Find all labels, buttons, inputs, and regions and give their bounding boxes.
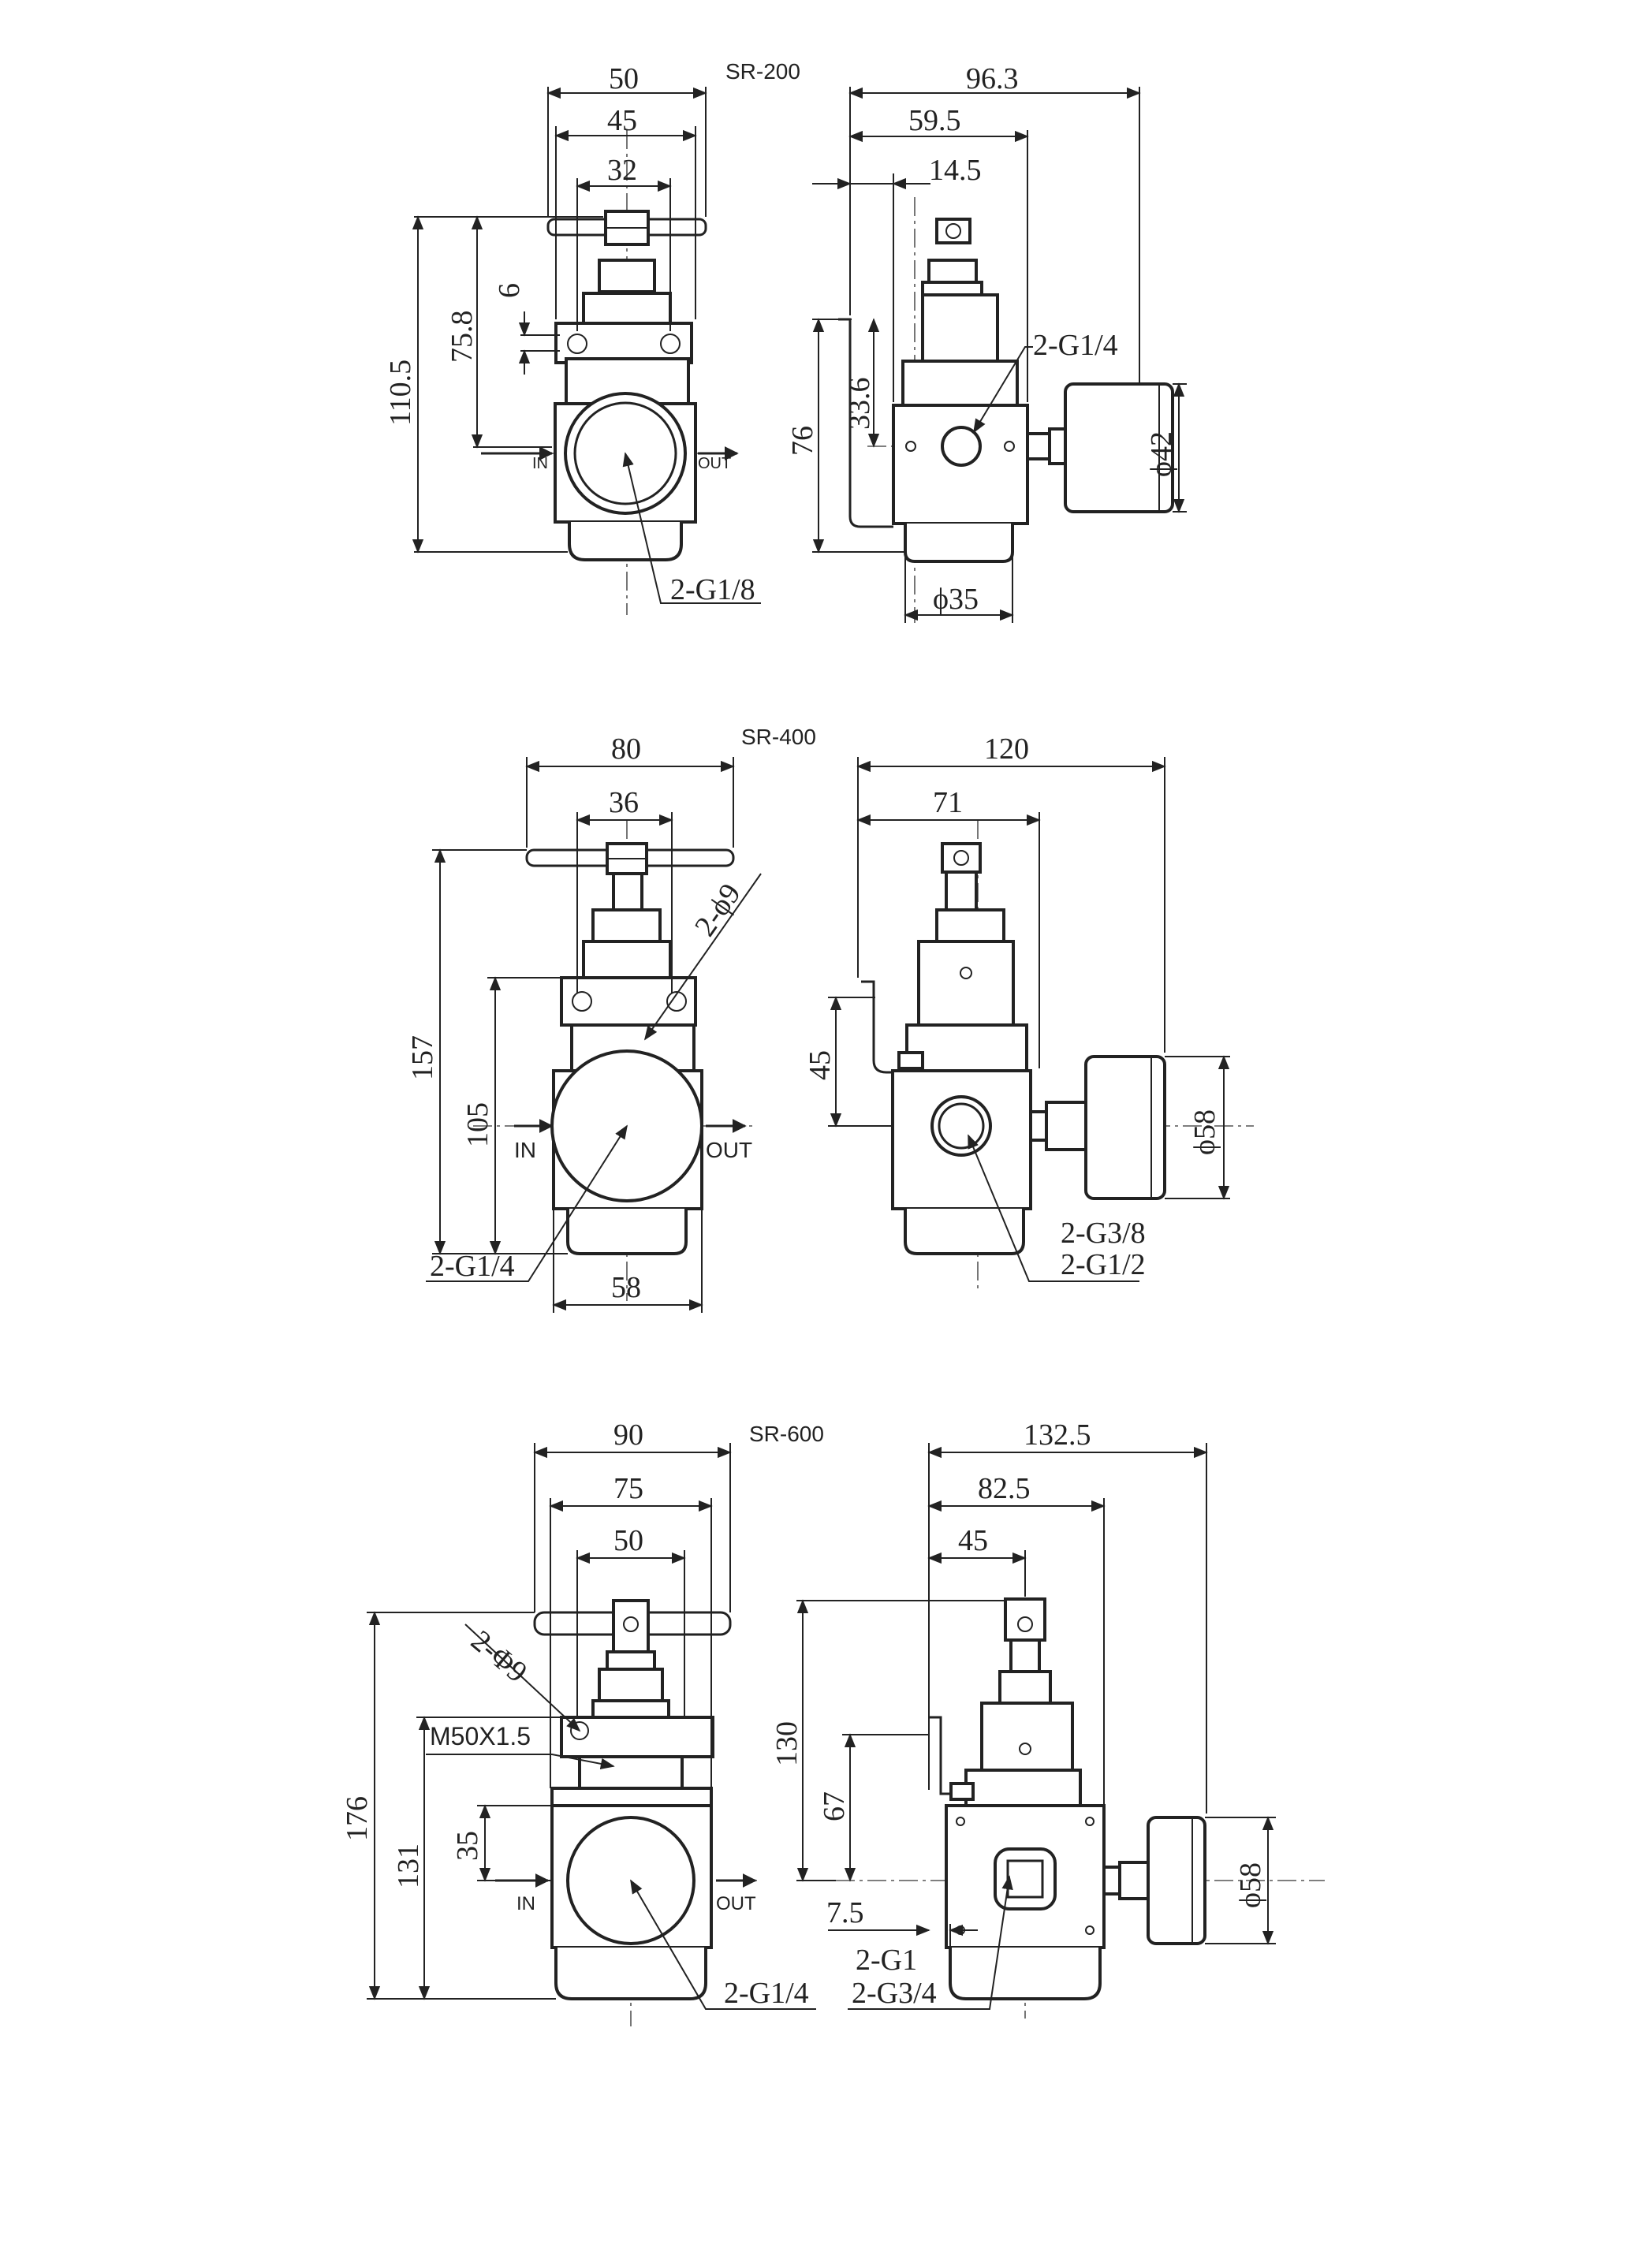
sr200-dim-14-5: 14.5: [929, 154, 982, 187]
sr600-dim-67: 67: [818, 1791, 851, 1821]
model-label-sr400: SR-400: [741, 725, 816, 749]
sr400-bracket: [560, 976, 697, 1027]
sr600-dim-phi58: ϕ58: [1234, 1862, 1267, 1908]
sr400-dim-80: 80: [611, 732, 641, 766]
sr400-holes-2-phi9: 2-ϕ9: [688, 878, 748, 942]
sr200-dim-50: 50: [609, 62, 639, 95]
sr200-in-port-label: IN: [532, 455, 548, 472]
model-label-sr200: SR-200: [725, 59, 800, 84]
sr600-dim-130: 130: [770, 1721, 804, 1766]
sr600-lock-nut: [598, 1668, 664, 1702]
sr200-side-bowl: [904, 524, 1014, 563]
sr600-side-view: 132.5 82.5 45 130 67 7.5 ϕ58 2-G1 2-G3/4: [770, 1418, 1325, 2019]
sr200-side-adjust-nut: [935, 218, 971, 244]
sr600-adjust-nut: [612, 1599, 650, 1653]
sr400-dim-71: 71: [933, 786, 963, 819]
sr200-dim-phi42: ϕ42: [1145, 431, 1178, 477]
sr600-dim-82-5: 82.5: [978, 1472, 1031, 1505]
sr400-callout-2-g3-8: 2-G3/8: [1061, 1217, 1146, 1250]
sr600-side-bonnet: [980, 1702, 1074, 1772]
sr400-bowl: [566, 1209, 688, 1255]
sr200-dim-76: 76: [786, 426, 819, 456]
sr600-dim-45: 45: [958, 1524, 988, 1557]
sr200-side-port: [941, 426, 982, 467]
model-label-sr600: SR-600: [749, 1422, 824, 1446]
sr600-front-view: IN OUT 90 75 50 176 131 35 2-Φ9: [341, 1418, 816, 2026]
sr400-side-bowl: [904, 1209, 1025, 1255]
sr400-in-port-label: IN: [514, 1138, 536, 1162]
sr600-side-port: [994, 1847, 1057, 1910]
sr400-dim-45: 45: [804, 1050, 837, 1080]
sr200-dim-110-5: 110.5: [384, 360, 417, 426]
sr400-side-bonnet: [917, 940, 1015, 1030]
sr400-side-adjust-nut: [941, 842, 982, 874]
sr600-callout-2-g1: 2-G1: [856, 1944, 917, 1977]
sr600-bowl: [554, 1948, 707, 2000]
sr600-dim-7-5: 7.5: [826, 1896, 864, 1929]
sr200-bowl: [568, 522, 683, 561]
sr600-dim-90: 90: [613, 1418, 643, 1452]
sr600-callout-2-g3-4: 2-G3/4: [852, 1977, 937, 2010]
sr200-side-bracket: [838, 318, 893, 528]
sr200-side-view: 96.3 59.5 14.5 76 33.6 ϕ42 ϕ35 2-G1/4: [786, 62, 1187, 623]
sr400-side-bracket: [861, 980, 893, 1074]
sr600-in-port-label: IN: [516, 1893, 535, 1914]
sr200-side-bonnet: [921, 293, 999, 363]
sr400-front-view: IN OUT 80 36 157 105 58 2-ϕ9 2-G1/4: [406, 732, 762, 1313]
sr400-dim-58: 58: [611, 1271, 641, 1304]
sr400-side-port: [930, 1095, 992, 1157]
sr600-dim-75: 75: [613, 1472, 643, 1505]
sr400-dim-120: 120: [984, 732, 1029, 766]
sr200-dim-45: 45: [607, 104, 637, 137]
sr600-dim-131: 131: [392, 1843, 425, 1888]
sr200-dim-96-3: 96.3: [966, 62, 1019, 95]
sr200-out-port-label: OUT: [698, 455, 731, 472]
sr400-callout-2-g1-2: 2-G1/2: [1061, 1248, 1146, 1281]
sr400-dim-phi58: ϕ58: [1188, 1109, 1221, 1155]
sr200-dim-32: 32: [607, 154, 637, 187]
sr200-pressure-gauge: [1064, 382, 1174, 513]
sr600-out-port-label: OUT: [716, 1893, 756, 1914]
sr400-dim-36: 36: [609, 786, 639, 819]
sr200-dim-33-6: 33.6: [843, 378, 876, 431]
sr400-lock-nut: [591, 908, 662, 943]
sr600-callout-2-g1-4: 2-G1/4: [724, 1977, 809, 2010]
sr200-dim-75-8: 75.8: [446, 311, 479, 363]
sr200-callout-2-g1-4: 2-G1/4: [1033, 329, 1118, 362]
sr600-dim-35: 35: [451, 1831, 484, 1861]
sr200-bracket: [554, 322, 693, 364]
sr400-side-view: 120 71 45 ϕ58 2-G3/8 2-G1/2: [804, 732, 1254, 1293]
sr400-pressure-gauge: [1084, 1055, 1166, 1200]
sr200-dim-59-5: 59.5: [908, 104, 961, 137]
sr600-side-adjust-nut: [1004, 1597, 1046, 1642]
sr600-thread-m50x1-5: M50X1.5: [430, 1722, 531, 1750]
sr400-dim-157: 157: [406, 1035, 439, 1080]
sr600-dim-176: 176: [341, 1796, 374, 1841]
sr600-side-bowl: [949, 1948, 1102, 2000]
sr200-front-view: IN OUT 50 45 32 110.5 75.8 6 2-G1: [384, 62, 761, 615]
sr200-lock-nut: [598, 259, 656, 293]
sr600-bracket: [560, 1716, 714, 1758]
sr200-dim-phi35: ϕ35: [933, 583, 979, 616]
sr400-callout-2-g1-4: 2-G1/4: [430, 1250, 515, 1283]
sr600-dim-50: 50: [613, 1524, 643, 1557]
sr400-out-port-label: OUT: [706, 1138, 752, 1162]
sr200-callout-2-g1-8: 2-G1/8: [670, 573, 755, 606]
sr200-dim-6: 6: [493, 283, 526, 298]
sr600-dim-132-5: 132.5: [1024, 1418, 1091, 1452]
sr400-dim-105: 105: [461, 1102, 494, 1147]
sr600-pressure-gauge: [1147, 1816, 1206, 1945]
